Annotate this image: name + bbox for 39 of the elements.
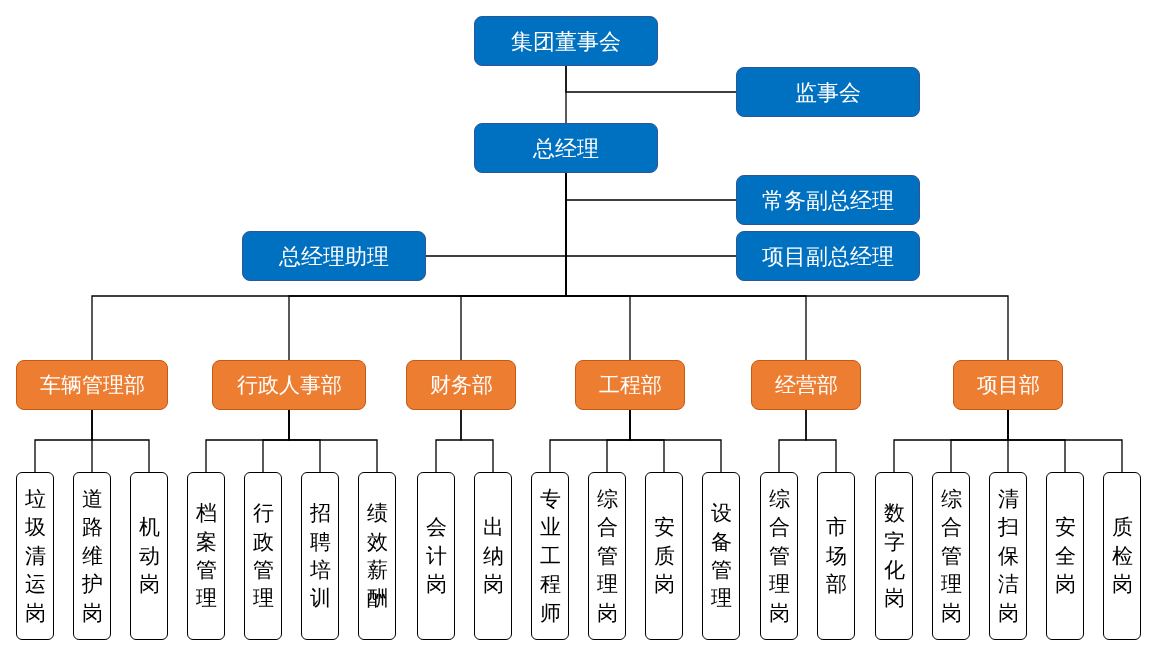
position-box: 质检岗 [1103, 472, 1141, 640]
executive-box: 总经理 [474, 123, 658, 173]
position-box: 安全岗 [1046, 472, 1084, 640]
connector-line [629, 409, 722, 473]
department-box: 项目部 [953, 360, 1063, 410]
position-box: 安质岗 [645, 472, 683, 640]
connector-line [91, 409, 150, 473]
department-box: 行政人事部 [212, 360, 366, 410]
position-box: 综合管理岗 [760, 472, 798, 640]
connector-line [1007, 409, 1123, 473]
connector-line [460, 409, 494, 473]
executive-box: 监事会 [736, 67, 920, 117]
position-box: 绩效薪酬 [358, 472, 396, 640]
position-box: 综合管理岗 [588, 472, 626, 640]
position-box: 专业工程师 [531, 472, 569, 640]
position-box: 会计岗 [417, 472, 455, 640]
department-box: 经营部 [751, 360, 861, 410]
position-box: 招聘培训 [301, 472, 339, 640]
department-box: 财务部 [406, 360, 516, 410]
department-box: 车辆管理部 [16, 360, 168, 410]
position-box: 道路维护岗 [73, 472, 111, 640]
position-box: 综合管理岗 [932, 472, 970, 640]
position-box: 设备管理 [702, 472, 740, 640]
position-box: 数字化岗 [875, 472, 913, 640]
position-box: 市场部 [817, 472, 855, 640]
position-box: 档案管理 [187, 472, 225, 640]
executive-box: 集团董事会 [474, 16, 658, 66]
executive-box: 项目副总经理 [736, 231, 920, 281]
executive-box: 总经理助理 [242, 231, 426, 281]
position-box: 出纳岗 [474, 472, 512, 640]
position-box: 垃圾清运岗 [16, 472, 54, 640]
position-box: 机动岗 [130, 472, 168, 640]
department-box: 工程部 [575, 360, 685, 410]
connector-line [565, 65, 567, 124]
position-box: 清扫保洁岗 [989, 472, 1027, 640]
connector-line [288, 409, 378, 473]
position-box: 行政管理 [244, 472, 282, 640]
connector-line [805, 409, 837, 473]
executive-box: 常务副总经理 [736, 175, 920, 225]
